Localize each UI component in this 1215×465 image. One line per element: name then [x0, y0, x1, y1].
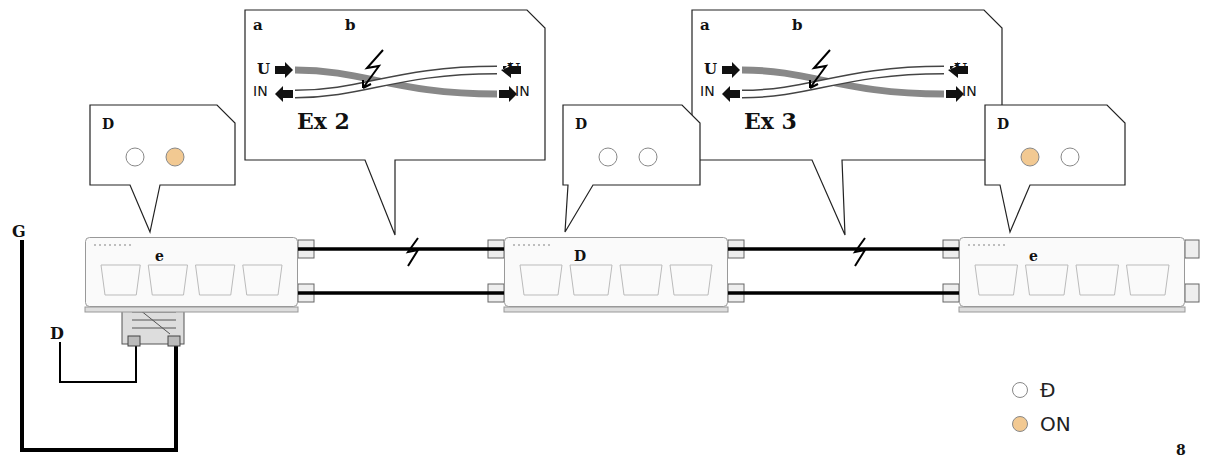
callout-number: 8	[1176, 443, 1186, 457]
io-module: e	[959, 237, 1185, 307]
io-module: e	[85, 237, 298, 307]
callout-text: U	[507, 62, 520, 77]
callout-text: IN	[962, 84, 977, 98]
callout-text: D	[574, 249, 586, 263]
callout-text: D	[102, 117, 114, 131]
legend-swatch	[1012, 382, 1028, 398]
module-body	[85, 237, 298, 307]
legend-item: Ð	[1012, 378, 1056, 402]
callout-text: U	[704, 62, 717, 77]
module-body	[959, 237, 1185, 307]
callout-text: IN	[515, 84, 530, 98]
callout-box: D	[985, 105, 1125, 185]
callout-text: Ex 3	[744, 110, 797, 132]
callout-shape	[245, 10, 545, 160]
callout-text: b	[345, 18, 356, 33]
callout-text: IN	[253, 84, 268, 98]
callout-box: D	[90, 105, 235, 185]
cable	[728, 291, 959, 295]
relay-symbol	[122, 308, 184, 346]
legend-text: ON	[1040, 412, 1071, 436]
cable	[298, 291, 504, 295]
cable	[298, 247, 504, 251]
callout-box: a bU IN U IN Ex 3	[692, 10, 1002, 160]
wire	[60, 340, 136, 382]
callout-text: D	[575, 117, 587, 131]
callout-number: D	[50, 326, 64, 342]
legend-text: Ð	[1040, 378, 1056, 402]
led	[1061, 148, 1079, 166]
led	[639, 148, 657, 166]
callout-text: b	[792, 18, 803, 33]
callout-box: D	[563, 105, 700, 185]
callout-shape	[692, 10, 1002, 160]
callout-number: G	[12, 224, 26, 240]
callout-text: U	[257, 62, 270, 77]
legend-item: ON	[1012, 412, 1071, 436]
callout-text: e	[155, 249, 164, 263]
io-module: D	[504, 237, 728, 307]
legend-swatch	[1012, 416, 1028, 432]
callout-text: IN	[700, 84, 715, 98]
callout-text: a	[700, 18, 710, 33]
led	[126, 148, 144, 166]
callout-text: Ex 2	[297, 110, 350, 132]
cable	[728, 247, 959, 251]
module-body	[504, 237, 728, 307]
led	[1021, 148, 1039, 166]
callout-box: a bU IN U IN Ex 2	[245, 10, 545, 160]
callout-text: U	[954, 62, 967, 77]
callout-text: a	[253, 18, 263, 33]
led	[166, 148, 184, 166]
callout-text: e	[1029, 249, 1038, 263]
callout-text: D	[997, 117, 1009, 131]
led	[599, 148, 617, 166]
